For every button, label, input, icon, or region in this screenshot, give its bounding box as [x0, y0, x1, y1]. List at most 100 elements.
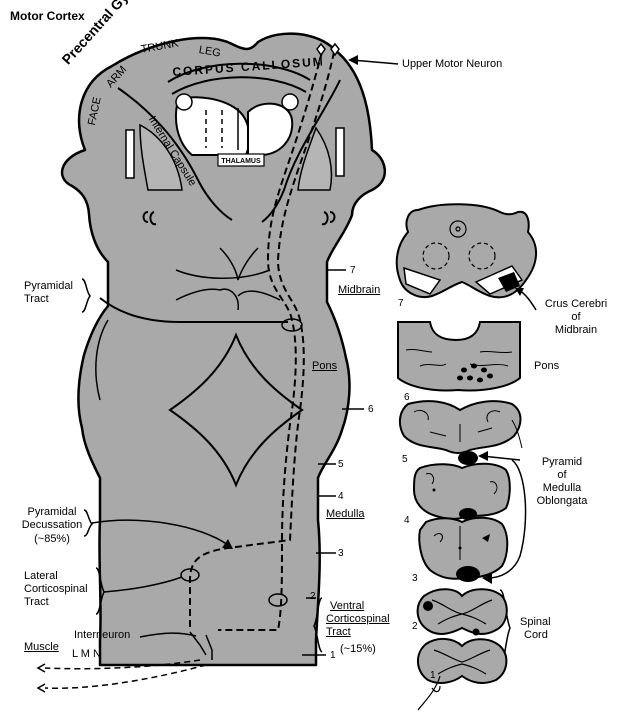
spinal-2-lateral-tract — [423, 601, 433, 611]
internal-capsule-right — [261, 79, 341, 223]
pyramidal-tract-bracket — [81, 278, 91, 313]
level-ticks — [302, 269, 364, 656]
section-spinal-2 — [416, 588, 508, 635]
medulla-pyramid-curve-arrow — [487, 459, 527, 579]
lmn-end-marks — [36, 663, 46, 693]
level-6: 6 — [368, 404, 374, 415]
hook-right — [321, 211, 336, 226]
medulla-4-arrowhead — [482, 534, 490, 542]
cerebral-peduncle-right — [237, 290, 281, 301]
ventral-cst-bracket — [313, 597, 323, 653]
ventral-cst-label-1: Ventral — [330, 600, 365, 612]
pyramidal-decussation-arrow — [91, 519, 229, 546]
spinal-cord-label-2: Cord — [524, 629, 548, 641]
pyramidal-tract-label-1: Pyramidal — [24, 280, 73, 292]
pyramid-medulla-label-4: Oblongata — [536, 495, 588, 507]
lentiform-right — [297, 126, 333, 191]
ventral-cst-oval — [268, 593, 288, 607]
pons-tract-dots — [457, 363, 493, 383]
section-pons — [397, 321, 521, 392]
lmn-path — [44, 659, 207, 690]
spinal-1-root-arrow — [431, 685, 441, 693]
spinal-cord-label-1: Spinal — [520, 616, 551, 628]
corpus-callosum-arc-inner — [171, 76, 307, 95]
medulla-5-dot — [432, 488, 436, 492]
pons-label: Pons — [312, 360, 338, 372]
upper-motor-neuron-arrowhead — [348, 55, 358, 65]
section-level-3: 3 — [412, 573, 418, 584]
medulla-5-details — [425, 473, 498, 495]
crus-cerebri-arrowhead — [515, 288, 524, 296]
upper-motor-neuron-arrow — [351, 59, 399, 65]
pyramidal-decussation-bracket — [83, 509, 94, 537]
crus-cerebri-label-2: of — [571, 311, 581, 323]
pyramidal-decussation-arrowhead — [222, 539, 233, 549]
section-pons-label: Pons — [534, 360, 560, 372]
level-3: 3 — [338, 548, 344, 559]
section-spinal-1 — [417, 638, 508, 684]
medulla-label: Medulla — [326, 508, 365, 520]
red-nucleus-left — [422, 242, 450, 270]
spinal-2-ventral-tract — [472, 628, 480, 636]
thalamus-label: THALAMUS — [221, 158, 261, 165]
upper-medulla-right-strands — [511, 419, 523, 449]
midbrain-fold — [219, 247, 259, 281]
pyramid-medulla-label-2: of — [557, 469, 567, 481]
lateral-cst-arrow — [103, 576, 183, 593]
crus-cerebri-tract-marker — [498, 272, 520, 292]
hook-left — [142, 211, 157, 226]
medulla-4-dot — [458, 546, 462, 550]
spinal-1-nerve-root — [417, 675, 441, 711]
pyramid-arrow — [481, 455, 521, 461]
spinal-2-gray-matter — [431, 599, 493, 625]
tract-oval-midbrain — [281, 318, 303, 332]
lentiform-left-white — [125, 129, 135, 179]
lateral-cst-bracket — [95, 567, 105, 615]
level-4: 4 — [338, 491, 344, 502]
lentiform-right-white — [335, 127, 345, 177]
caudate-right — [281, 93, 299, 111]
brain-and-brainstem-silhouette — [60, 32, 386, 667]
upper-motor-neuron-diamonds — [316, 42, 340, 57]
pons-edge-left — [95, 319, 109, 401]
fourth-ventricle-diamond — [168, 332, 304, 488]
section-medulla-5 — [412, 462, 511, 520]
lateral-cst-label-2: Corticospinal — [24, 583, 88, 595]
section-level-5: 5 — [402, 454, 408, 465]
pyramid-medulla-label-3: Medulla — [542, 482, 582, 494]
medulla-pyramid-curve-arrowhead — [482, 572, 492, 584]
pyramidal-decussation-label-3: (~85%) — [34, 533, 70, 545]
upper-motor-neuron-label: Upper Motor Neuron — [402, 58, 503, 70]
pyramidal-decussation-label-2: Decussation — [21, 519, 83, 531]
crus-cerebri-right — [474, 265, 524, 295]
lentiform-left — [139, 123, 183, 191]
section-medulla-4 — [418, 516, 509, 580]
interneuron-path — [189, 631, 213, 660]
ventricle-dashes — [205, 110, 223, 148]
pyramid-medulla-label-1: Pyramid — [541, 456, 583, 468]
pyramid-arrowhead — [478, 451, 488, 461]
pyramid-medulla-3 — [456, 566, 480, 582]
lateral-cst-oval — [180, 568, 200, 582]
crus-cerebri-left — [403, 266, 442, 295]
level-7: 7 — [350, 265, 356, 276]
section-level-6: 6 — [404, 392, 410, 403]
midbrain-contour — [175, 269, 271, 279]
level-5: 5 — [338, 459, 344, 470]
pyramidal-tract-line — [99, 297, 288, 323]
corpus-callosum-arc — [167, 62, 311, 83]
right-ventricle — [247, 102, 294, 156]
caudate-left — [175, 93, 193, 111]
level-1: 1 — [330, 650, 336, 661]
interneuron-label: Interneuron — [74, 629, 131, 641]
descending-tract-dashed-2 — [189, 51, 335, 630]
level-2: 2 — [310, 591, 316, 602]
ventral-cst-label-3: Tract — [326, 626, 351, 638]
pyramid-medulla-5 — [458, 451, 478, 465]
section-level-2: 2 — [412, 621, 418, 632]
section-level-4: 4 — [404, 515, 410, 526]
lateral-cst-label-1: Lateral — [24, 570, 58, 582]
pyramid-medulla-4 — [459, 508, 477, 520]
ventral-cst-label-2: Corticospinal — [326, 613, 390, 625]
